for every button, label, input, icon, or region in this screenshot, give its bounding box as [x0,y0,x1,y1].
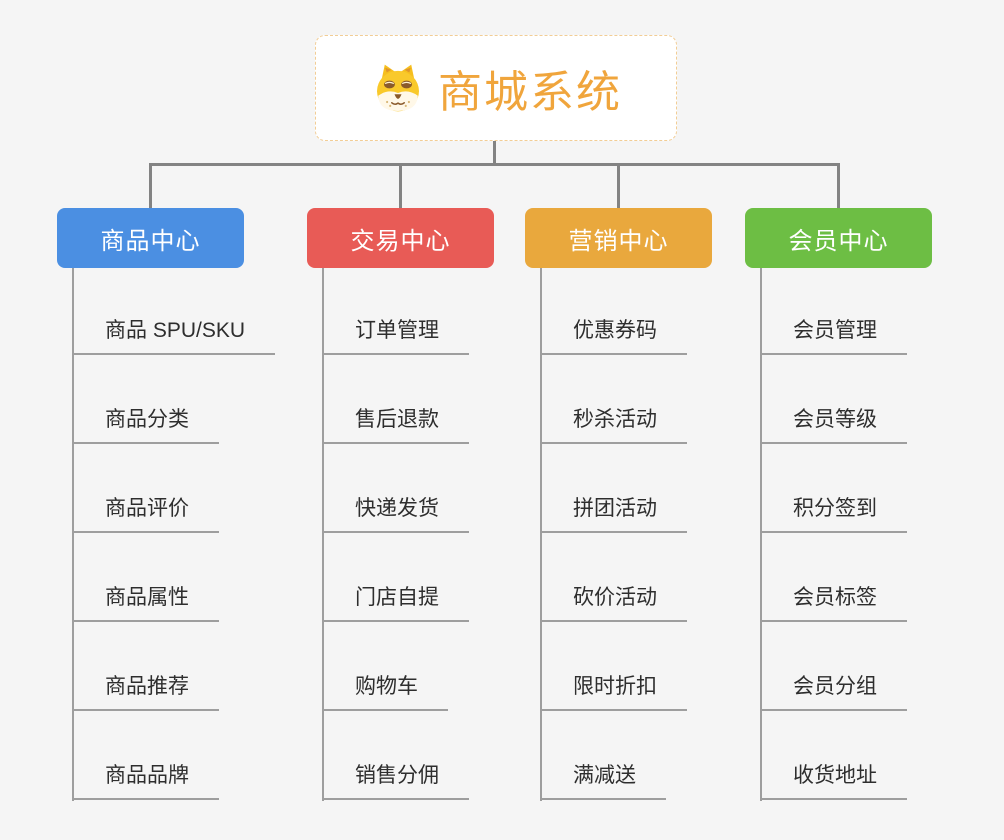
branch-column: 会员中心会员管理会员等级积分签到会员标签会员分组收货地址 [745,208,1004,808]
leaf-label: 优惠券码 [573,319,657,342]
branch-spanner-line [149,163,840,166]
root-stub-line [493,141,496,164]
leaf-node[interactable]: 会员管理 [760,317,907,355]
leaf-node[interactable]: 商品推荐 [72,673,219,711]
root-title: 商城系统 [438,68,622,117]
leaf-node[interactable]: 秒杀活动 [540,406,687,444]
leaf-node[interactable]: 商品分类 [72,406,219,444]
branch-column: 交易中心订单管理售后退款快递发货门店自提购物车销售分佣 [307,208,567,808]
leaf-label: 订单管理 [355,319,439,342]
leaf-node[interactable]: 售后退款 [322,406,469,444]
branch-column: 商品中心商品 SPU/SKU 商品分类商品评价商品属性商品推荐商品品牌 [57,208,317,808]
leaf-label: 商品品牌 [105,764,189,787]
branch-node[interactable]: 交易中心 [307,208,494,268]
leaf-node[interactable]: 购物车 [322,673,448,711]
leaf-label: 会员标签 [793,586,877,609]
leaf-label: 商品属性 [105,586,189,609]
leaf-node[interactable]: 商品评价 [72,495,219,533]
branch-drop-line [149,165,152,209]
leaf-label: 商品 SPU/SKU [105,319,246,342]
branch-label: 交易中心 [350,227,451,255]
leaf-node[interactable]: 收货地址 [760,762,907,800]
leaf-label: 商品分类 [105,408,189,431]
leaf-node[interactable]: 商品 SPU/SKU [72,317,276,355]
branch-node[interactable]: 营销中心 [525,208,712,268]
column-connector-line [760,268,762,801]
leaf-label: 砍价活动 [573,586,657,609]
branch-node[interactable]: 商品中心 [57,208,244,268]
leaf-node[interactable]: 优惠券码 [540,317,687,355]
leaf-node[interactable]: 拼团活动 [540,495,687,533]
leaf-node[interactable]: 订单管理 [322,317,469,355]
leaf-label: 门店自提 [355,586,439,609]
leaf-node[interactable]: 会员分组 [760,673,907,711]
leaf-label: 销售分佣 [355,764,439,787]
leaf-node[interactable]: 快递发货 [322,495,469,533]
leaf-node[interactable]: 门店自提 [322,584,469,622]
leaf-node[interactable]: 会员等级 [760,406,907,444]
column-connector-line [72,268,74,801]
branch-label: 会员中心 [788,227,889,255]
leaf-label: 拼团活动 [573,497,657,520]
branch-drop-line [617,165,620,209]
branch-column: 营销中心优惠券码秒杀活动拼团活动砍价活动限时折扣满减送 [525,208,785,808]
leaf-label: 收货地址 [793,764,877,787]
leaf-label: 会员等级 [793,408,877,431]
leaf-label: 满减送 [573,764,636,787]
leaf-label: 商品推荐 [105,675,189,698]
root-node[interactable]: 商城系统 [315,35,677,141]
leaf-node[interactable]: 积分签到 [760,495,907,533]
leaf-label: 限时折扣 [573,675,657,698]
branch-drop-line [837,165,840,209]
leaf-label: 售后退款 [355,408,439,431]
leaf-label: 会员管理 [793,319,877,342]
leaf-node[interactable]: 商品品牌 [72,762,219,800]
column-connector-line [540,268,542,801]
branch-drop-line [399,165,402,209]
leaf-label: 商品评价 [105,497,189,520]
branch-node[interactable]: 会员中心 [745,208,932,268]
leaf-label: 快递发货 [355,497,439,520]
leaf-node[interactable]: 限时折扣 [540,673,687,711]
leaf-label: 秒杀活动 [573,408,657,431]
leaf-node[interactable]: 销售分佣 [322,762,469,800]
leaf-node[interactable]: 满减送 [540,762,666,800]
column-connector-line [322,268,324,801]
leaf-node[interactable]: 砍价活动 [540,584,687,622]
branch-label: 商品中心 [100,227,201,255]
leaf-label: 积分签到 [793,497,877,520]
dog-face-icon [377,64,419,112]
branch-label: 营销中心 [568,227,669,255]
leaf-node[interactable]: 商品属性 [72,584,219,622]
leaf-label: 购物车 [355,675,418,698]
leaf-label: 会员分组 [793,675,877,698]
leaf-node[interactable]: 会员标签 [760,584,907,622]
